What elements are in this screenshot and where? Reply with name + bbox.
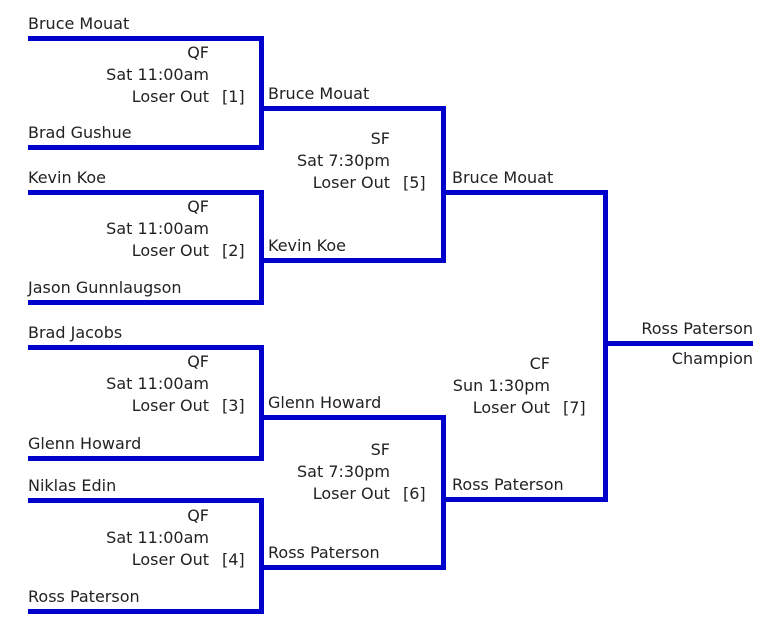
qf1-bracket-vertical: [259, 36, 264, 150]
qf3-bottom-entrant-name: Glenn Howard: [28, 434, 142, 453]
qf2-stage-label: QF: [187, 197, 209, 216]
qf3-top-entrant-name: Brad Jacobs: [28, 323, 123, 342]
champion-caption: Champion: [671, 349, 753, 368]
qf2-bottom-entrant-name: Jason Gunnlaugson: [28, 278, 182, 297]
cf-top-entrant-name: Bruce Mouat: [452, 168, 554, 187]
sf1-bottom-line-qf2-winner: [259, 258, 446, 263]
sf1-top-entrant-name: Bruce Mouat: [268, 84, 370, 103]
sf1-game-number: [5]: [403, 173, 426, 192]
qf4-bottom-entrant-name: Ross Paterson: [28, 587, 140, 606]
qf4-bracket-vertical: [259, 498, 264, 614]
qf1-bottom-line: [28, 145, 264, 150]
sf2-top-entrant-name: Glenn Howard: [268, 393, 382, 412]
qf3-time-label: Sat 11:00am: [106, 374, 209, 393]
qf4-top-entrant-name: Niklas Edin: [28, 476, 117, 495]
sf2-bracket-vertical: [441, 415, 446, 570]
sf2-bottom-entrant-name: Ross Paterson: [268, 543, 380, 562]
sf2-time-label: Sat 7:30pm: [297, 462, 390, 481]
qf1-loser-note: Loser Out[1]: [131, 87, 245, 106]
qf4-top-line: [28, 498, 264, 503]
qf3-loser-note: Loser Out[3]: [131, 396, 245, 415]
qf1-game-number: [1]: [222, 87, 245, 106]
cf-game-number: [7]: [563, 398, 586, 417]
qf2-bottom-line: [28, 300, 264, 305]
cf-stage-label: CF: [529, 354, 550, 373]
cf-match-label: CF Sun 1:30pm Loser Out[7]: [450, 353, 586, 419]
champion-line: [603, 341, 753, 346]
cf-time-label: Sun 1:30pm: [452, 376, 550, 395]
qf2-game-number: [2]: [222, 241, 245, 260]
sf1-time-label: Sat 7:30pm: [297, 151, 390, 170]
qf4-game-number: [4]: [222, 550, 245, 569]
qf2-loser-note: Loser Out[2]: [131, 241, 245, 260]
qf2-top-entrant-name: Kevin Koe: [28, 168, 107, 187]
qf3-match-label: QF Sat 11:00am Loser Out[3]: [28, 351, 245, 417]
qf3-bottom-line: [28, 456, 264, 461]
qf1-stage-label: QF: [187, 43, 209, 62]
sf1-stage-label: SF: [370, 129, 390, 148]
qf3-top-line: [28, 345, 264, 350]
cf-bottom-line-sf2-winner: [441, 497, 608, 502]
qf4-stage-label: QF: [187, 506, 209, 525]
qf1-match-label: QF Sat 11:00am Loser Out[1]: [28, 42, 245, 108]
qf4-loser-note: Loser Out[4]: [131, 550, 245, 569]
qf2-time-label: Sat 11:00am: [106, 219, 209, 238]
sf2-loser-note: Loser Out[6]: [312, 484, 426, 503]
qf2-bracket-vertical: [259, 190, 264, 305]
qf3-game-number: [3]: [222, 396, 245, 415]
sf2-bottom-line-qf4-winner: [259, 565, 446, 570]
qf1-top-line: [28, 36, 264, 41]
champion-name: Ross Paterson: [641, 319, 753, 338]
qf1-bottom-entrant-name: Brad Gushue: [28, 123, 132, 142]
sf2-top-line-qf3-winner: [259, 415, 446, 420]
sf2-game-number: [6]: [403, 484, 426, 503]
cf-loser-note: Loser Out[7]: [472, 398, 586, 417]
sf2-stage-label: SF: [370, 440, 390, 459]
sf1-bottom-entrant-name: Kevin Koe: [268, 236, 347, 255]
sf2-match-label: SF Sat 7:30pm Loser Out[6]: [265, 439, 426, 505]
qf4-match-label: QF Sat 11:00am Loser Out[4]: [28, 505, 245, 571]
cf-bottom-entrant-name: Ross Paterson: [452, 475, 564, 494]
qf3-bracket-vertical: [259, 345, 264, 461]
qf2-match-label: QF Sat 11:00am Loser Out[2]: [28, 196, 245, 262]
cf-top-line-sf1-winner: [441, 190, 608, 195]
qf1-top-entrant-name: Bruce Mouat: [28, 14, 130, 33]
sf1-top-line-qf1-winner: [259, 106, 446, 111]
qf2-top-line: [28, 190, 264, 195]
cf-bracket-vertical: [603, 190, 608, 502]
qf4-bottom-line: [28, 609, 264, 614]
qf3-stage-label: QF: [187, 352, 209, 371]
sf1-match-label: SF Sat 7:30pm Loser Out[5]: [265, 128, 426, 194]
sf1-loser-note: Loser Out[5]: [312, 173, 426, 192]
sf1-bracket-vertical: [441, 106, 446, 263]
qf4-time-label: Sat 11:00am: [106, 528, 209, 547]
qf1-time-label: Sat 11:00am: [106, 65, 209, 84]
